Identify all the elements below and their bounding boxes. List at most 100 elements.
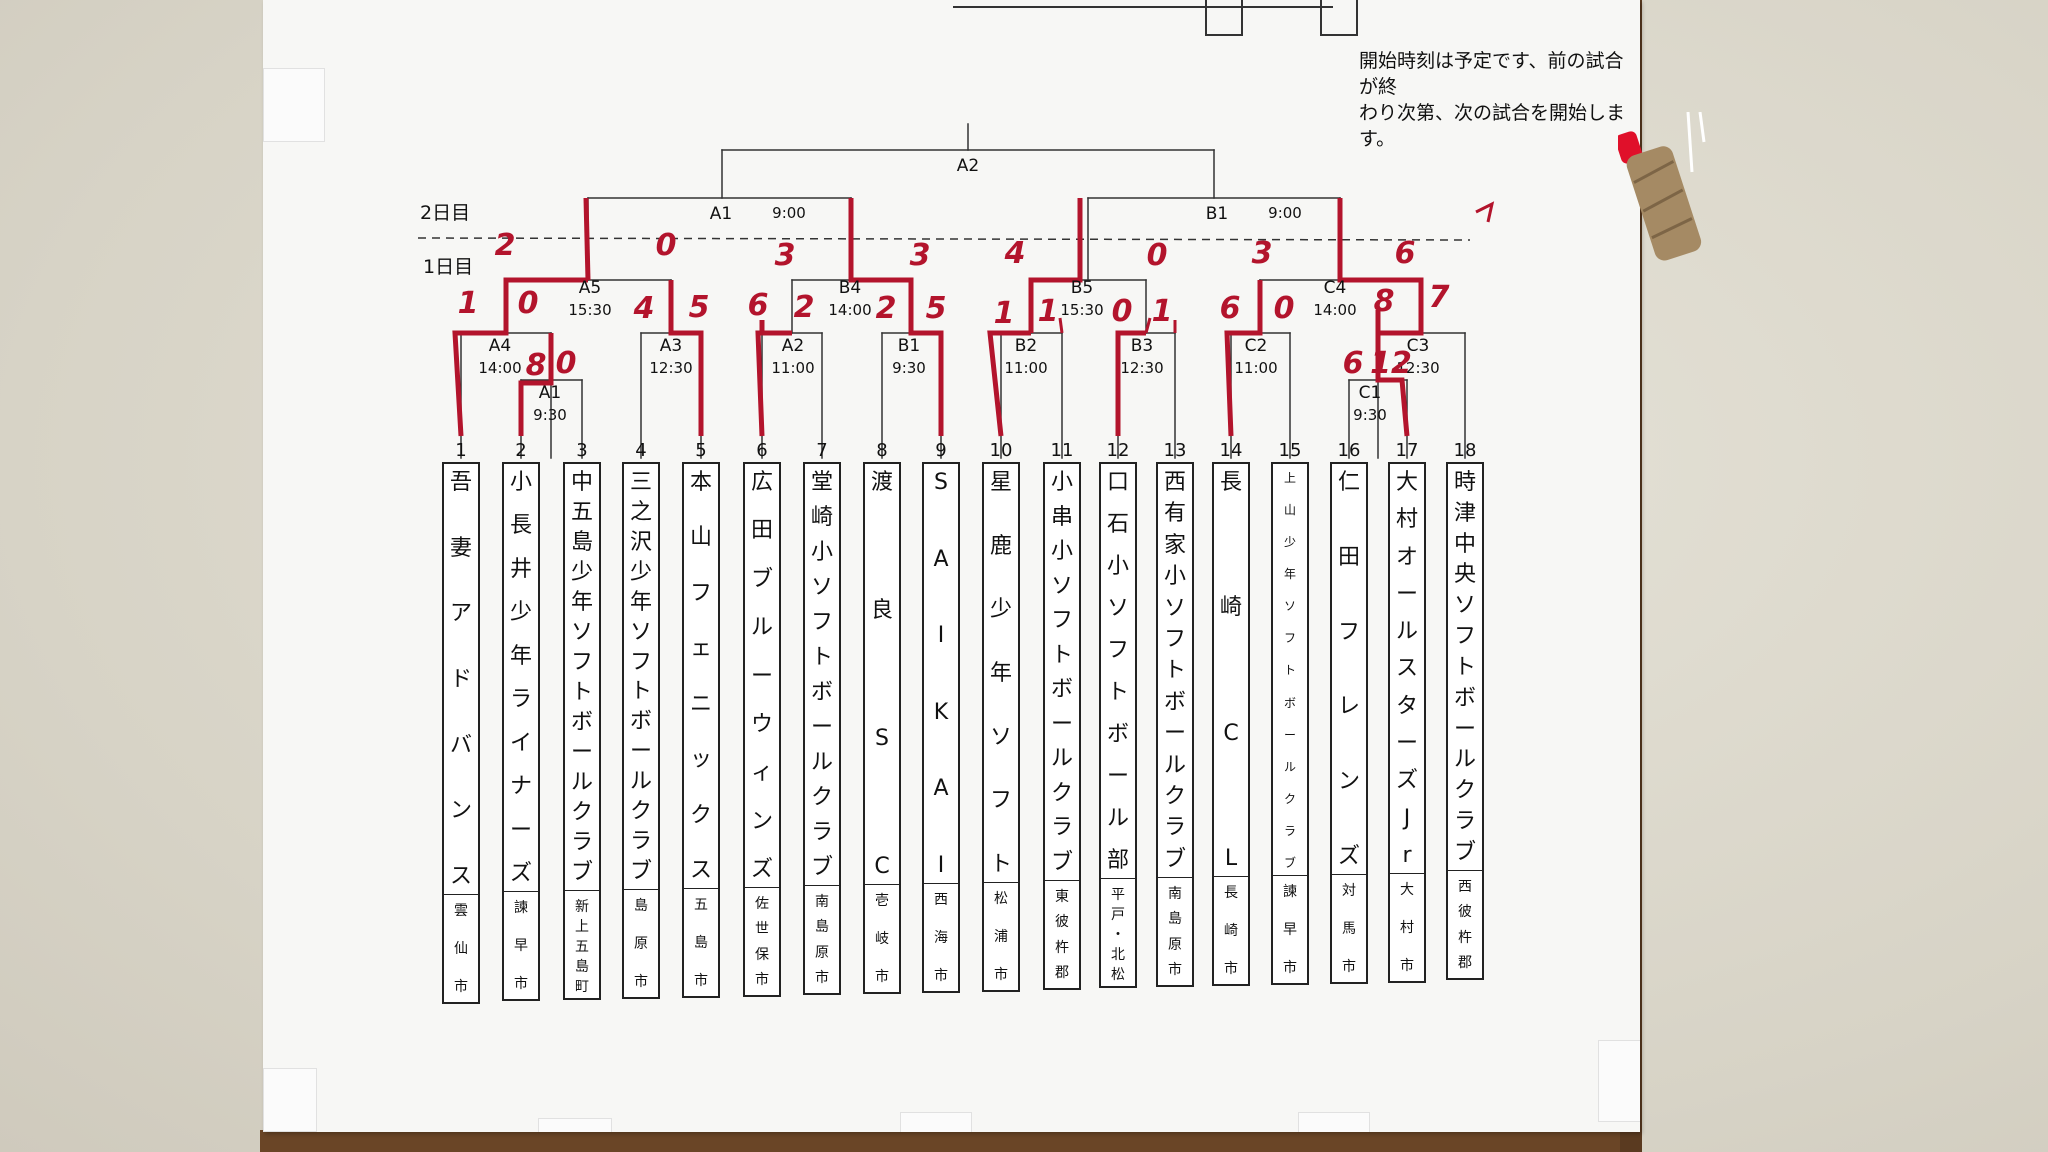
- team-divider: [924, 883, 958, 884]
- match-id: B5: [1070, 278, 1094, 298]
- team-divider: [1448, 870, 1482, 871]
- team-city: 壱岐市: [875, 893, 889, 985]
- team-box: 仁田フレンズ対馬市: [1330, 462, 1368, 984]
- tape: [263, 1068, 317, 1132]
- team-divider: [1273, 875, 1307, 876]
- team-box: 西有家小ソフトボールクラブ南島原市: [1156, 462, 1194, 987]
- team-city: 南島原市: [1168, 886, 1182, 978]
- team-city: 諫早市: [514, 900, 528, 992]
- team-city: 大村市: [1400, 882, 1414, 974]
- match-time: 9:30: [533, 406, 567, 424]
- team-divider: [1332, 874, 1366, 875]
- match-id: B1: [897, 336, 921, 356]
- team-city: 雲仙市: [454, 903, 468, 995]
- match-time: 9:30: [892, 359, 926, 377]
- score-mark: 2: [875, 291, 897, 326]
- match-time: 14:00: [1313, 301, 1357, 319]
- team-divider: [1101, 878, 1135, 879]
- team-divider: [684, 888, 718, 889]
- match-id: C3: [1406, 336, 1430, 356]
- top-rule: [953, 0, 1333, 8]
- tape: [900, 1112, 972, 1132]
- match-id: C4: [1323, 278, 1347, 298]
- team-box: 小串小ソフトボールクラブ東彼杵郡: [1043, 462, 1081, 990]
- match-time: 11:00: [771, 359, 815, 377]
- match-time: 15:30: [568, 301, 612, 319]
- team-city: 新上五島町: [575, 899, 589, 995]
- score-mark: 4: [633, 291, 655, 326]
- team-city: 長崎市: [1224, 885, 1238, 977]
- team-city: 諫早市: [1283, 884, 1297, 976]
- winner-path: [1144, 317, 1152, 334]
- team-divider: [805, 885, 839, 886]
- score-mark: 4: [1004, 236, 1026, 271]
- match-id: A5: [578, 278, 602, 298]
- match-id: A2: [781, 336, 805, 356]
- team-number: 15: [1278, 440, 1302, 461]
- match-id: A1: [538, 383, 562, 403]
- team-number: 4: [635, 440, 647, 461]
- day-divider: [417, 237, 1471, 241]
- team-number: 16: [1337, 440, 1361, 461]
- team-name: 口石小ソフトボール部: [1106, 470, 1129, 873]
- team-name: 小長井少年ライナーズ: [509, 470, 532, 886]
- team-number: 7: [816, 440, 828, 461]
- score-mark: 12: [1370, 346, 1412, 381]
- score-mark: 1: [1151, 294, 1173, 329]
- score-mark: 3: [774, 238, 796, 273]
- team-box: 吾妻アドバンス雲仙市: [442, 462, 480, 1004]
- match-time: 11:00: [1004, 359, 1048, 377]
- score-mark: 2: [793, 290, 815, 325]
- score-mark: 0: [655, 228, 677, 263]
- team-box: 本山フェニックス五島市: [682, 462, 720, 998]
- team-divider: [984, 882, 1018, 883]
- team-number: 11: [1050, 440, 1074, 461]
- team-divider: [745, 887, 779, 888]
- team-name: 西有家小ソフトボールクラブ: [1163, 470, 1186, 872]
- team-name: 三之沢少年ソフトボールクラブ: [629, 470, 652, 884]
- score-mark: 0: [1111, 294, 1133, 329]
- team-divider: [565, 890, 599, 891]
- match-id: A3: [659, 336, 683, 356]
- team-city: 松浦市: [994, 891, 1008, 983]
- team-city: 東彼杵郡: [1055, 889, 1069, 981]
- team-name: 中五島少年ソフトボールクラブ: [570, 470, 593, 885]
- winner-path: [987, 330, 1031, 437]
- team-number: 8: [876, 440, 888, 461]
- notice-line: わり次第、次の試合を開始します。: [1359, 102, 1626, 150]
- score-mark: 6: [747, 288, 769, 323]
- team-name: 星鹿少年ソフト: [989, 470, 1012, 877]
- team-number: 3: [576, 440, 588, 461]
- score-mark: 3: [1251, 236, 1273, 271]
- winner-path: [1115, 330, 1146, 436]
- top-box: [1320, 0, 1358, 36]
- score-mark: 6: [1219, 291, 1241, 326]
- tape: [538, 1118, 612, 1132]
- winner-path: [1028, 198, 1083, 333]
- score-mark: 0: [1273, 291, 1295, 326]
- winner-path: [492, 277, 588, 336]
- winner-path: [583, 197, 591, 281]
- team-name: 小串小ソフトボールクラブ: [1050, 470, 1073, 875]
- team-number: 1: [455, 440, 467, 461]
- team-box: 口石小ソフトボール部平戸・北松: [1099, 462, 1137, 988]
- team-city: 西海市: [934, 892, 948, 984]
- winner-path: [1337, 198, 1424, 437]
- score-mark: 5: [688, 290, 710, 325]
- winner-path: [755, 330, 792, 437]
- team-city: 佐世保市: [755, 896, 769, 988]
- winner-path: [1058, 317, 1064, 334]
- match-time: 9:00: [772, 204, 806, 222]
- match-time: 11:00: [1234, 359, 1278, 377]
- team-number: 13: [1163, 440, 1187, 461]
- team-number: 9: [935, 440, 947, 461]
- score-mark: 0: [555, 346, 577, 381]
- winner-path: [848, 198, 944, 436]
- score-mark: 5: [925, 291, 947, 326]
